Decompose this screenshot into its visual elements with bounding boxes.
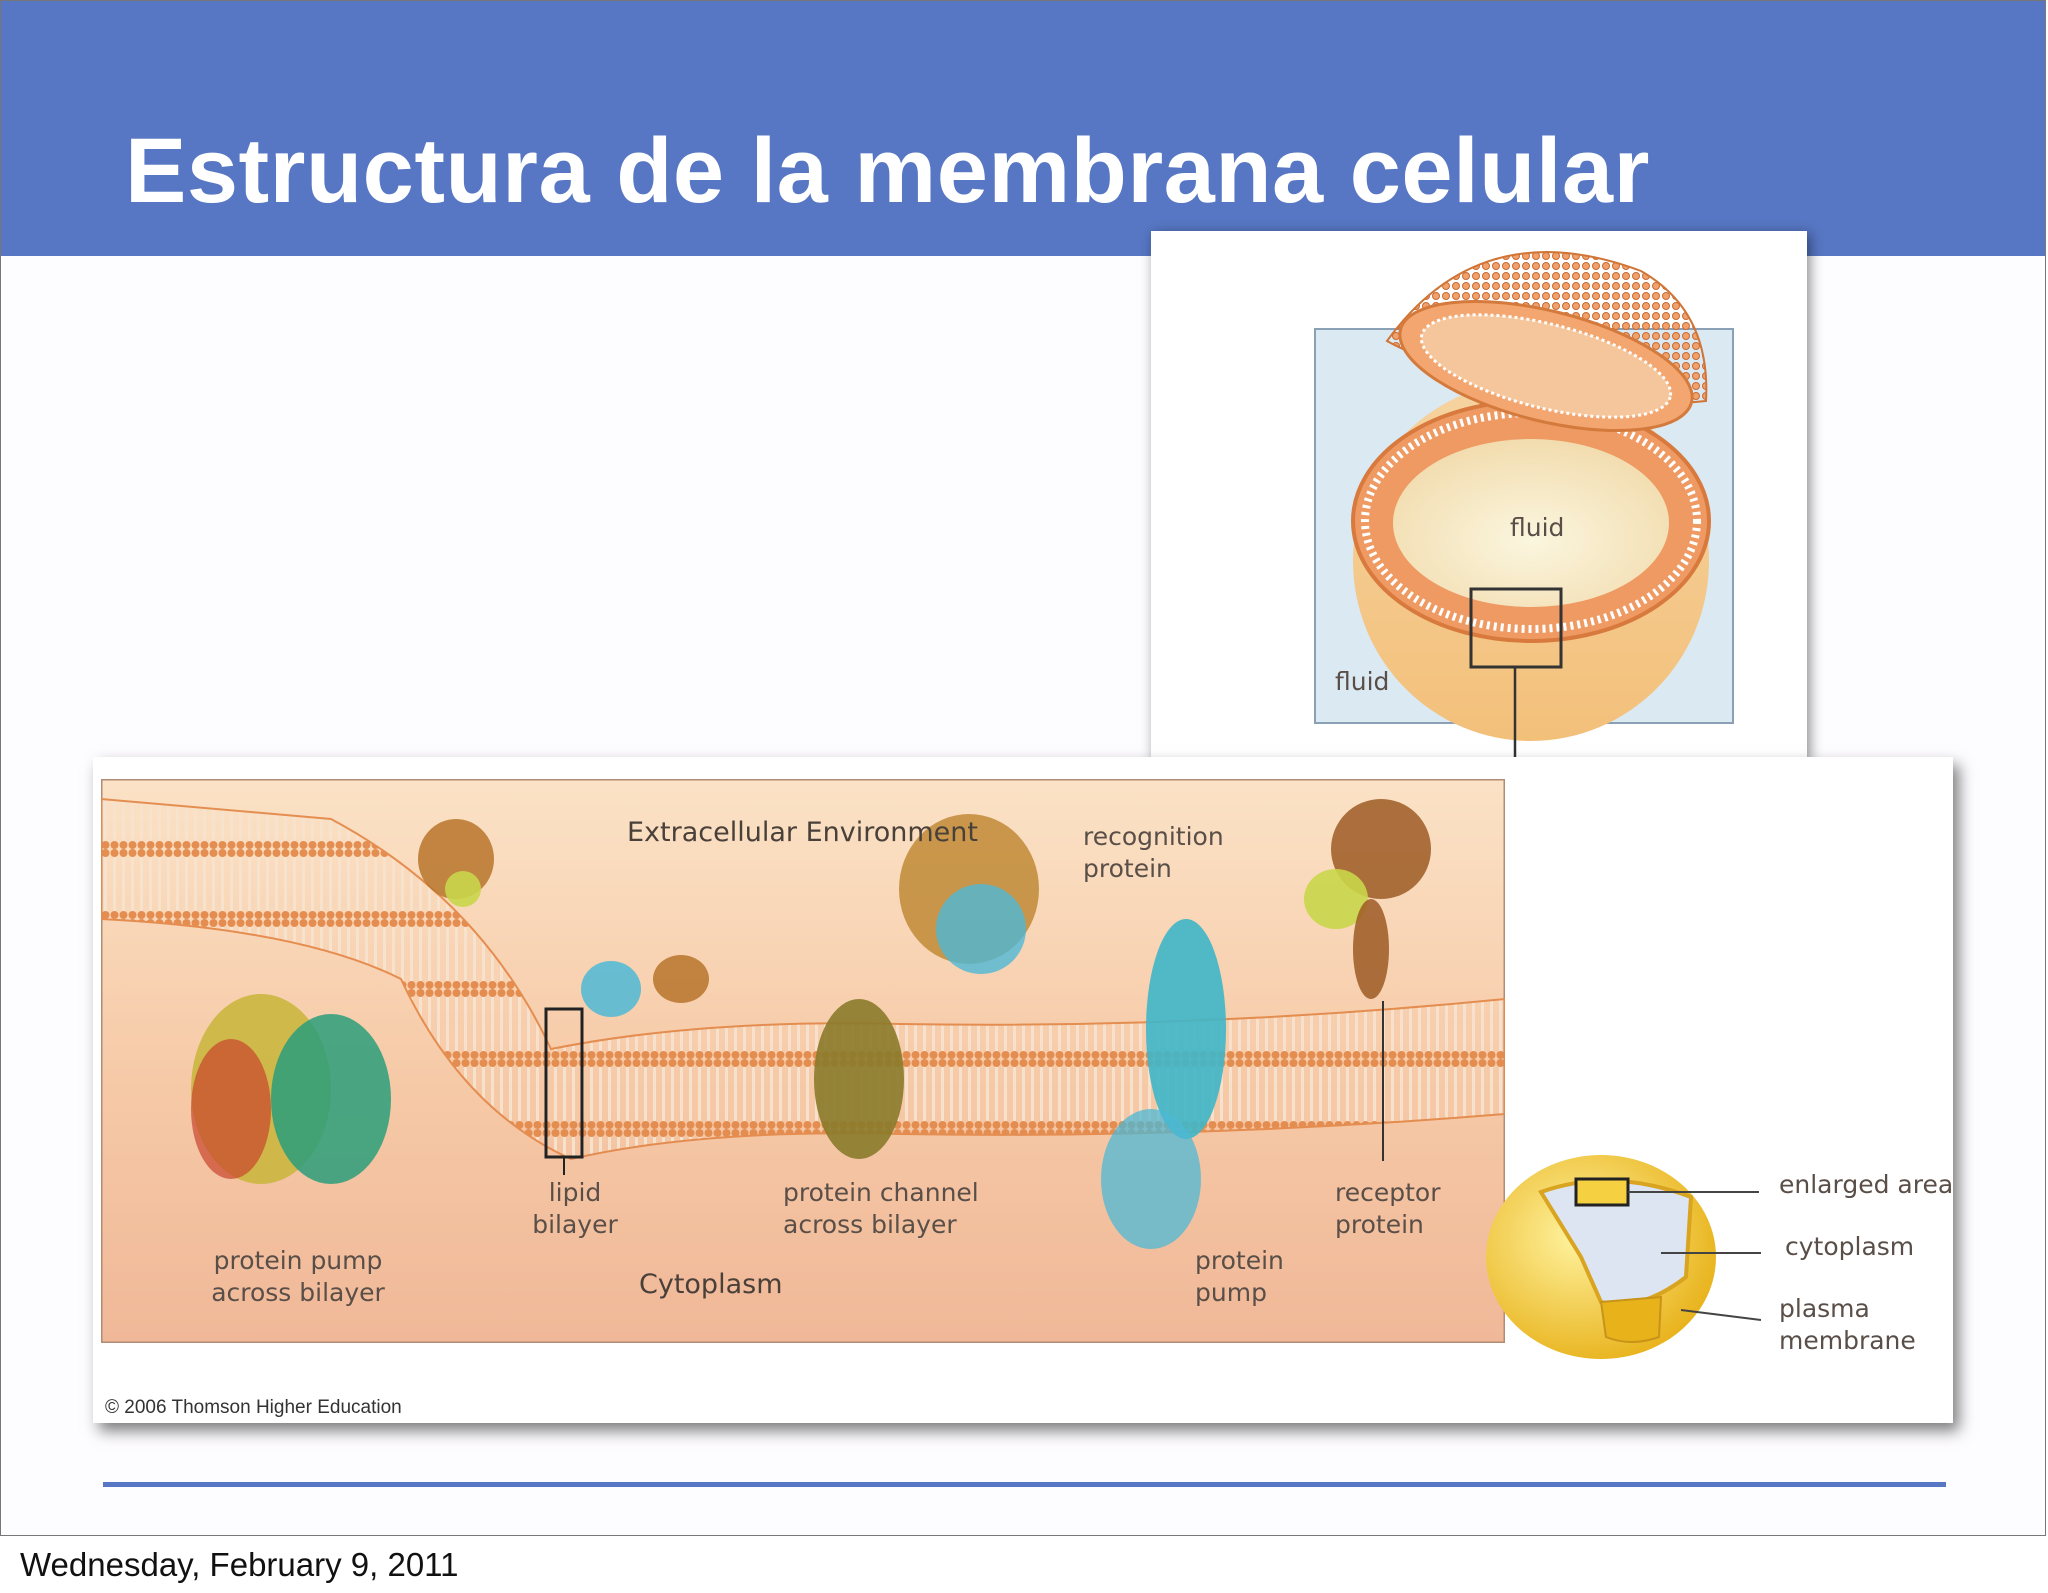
enlarged-area-box <box>1574 1177 1630 1207</box>
vesicle-figure: fluid fluid <box>1151 231 1807 761</box>
receptor-protein <box>1331 799 1431 899</box>
label-fluid-inside: fluid <box>1510 513 1565 542</box>
slide-title: Estructura de la membrana celular <box>125 120 1650 222</box>
copyright-notice: © 2006 Thomson Higher Education <box>105 1397 402 1418</box>
label-protein-channel: protein channel across bilayer <box>783 1178 979 1239</box>
bottom-rule <box>103 1482 1946 1487</box>
label-protein-pump-left: protein pump across bilayer <box>211 1246 385 1307</box>
label-cell-cytoplasm: cytoplasm <box>1785 1232 1915 1261</box>
label-protein-pump-right: protein pump <box>1195 1246 1284 1307</box>
vesicle-illustration <box>1314 251 1734 761</box>
label-extracellular: Extracellular Environment <box>627 817 978 848</box>
protein-pump-right <box>1146 919 1226 1139</box>
cell-illustration <box>1486 1155 1761 1359</box>
label-cytoplasm: Cytoplasm <box>639 1269 783 1300</box>
membrane-illustration <box>101 779 1505 1343</box>
label-plasma-membrane: plasma membrane <box>1779 1294 1916 1355</box>
label-recognition-protein: recognition protein <box>1083 822 1224 883</box>
membrane-figure: Extracellular Environment recognition pr… <box>93 757 1953 1423</box>
slide: Estructura de la membrana celular <box>0 0 2046 1536</box>
label-lipid-bilayer: lipid bilayer <box>532 1178 618 1239</box>
footer-date: Wednesday, February 9, 2011 <box>20 1546 459 1583</box>
label-enlarged-area: enlarged area <box>1779 1170 1954 1199</box>
label-receptor-protein: receptor protein <box>1335 1178 1441 1239</box>
protein-channel <box>814 999 904 1159</box>
header-band <box>1 1 2045 256</box>
label-fluid-outside: fluid <box>1335 667 1390 696</box>
